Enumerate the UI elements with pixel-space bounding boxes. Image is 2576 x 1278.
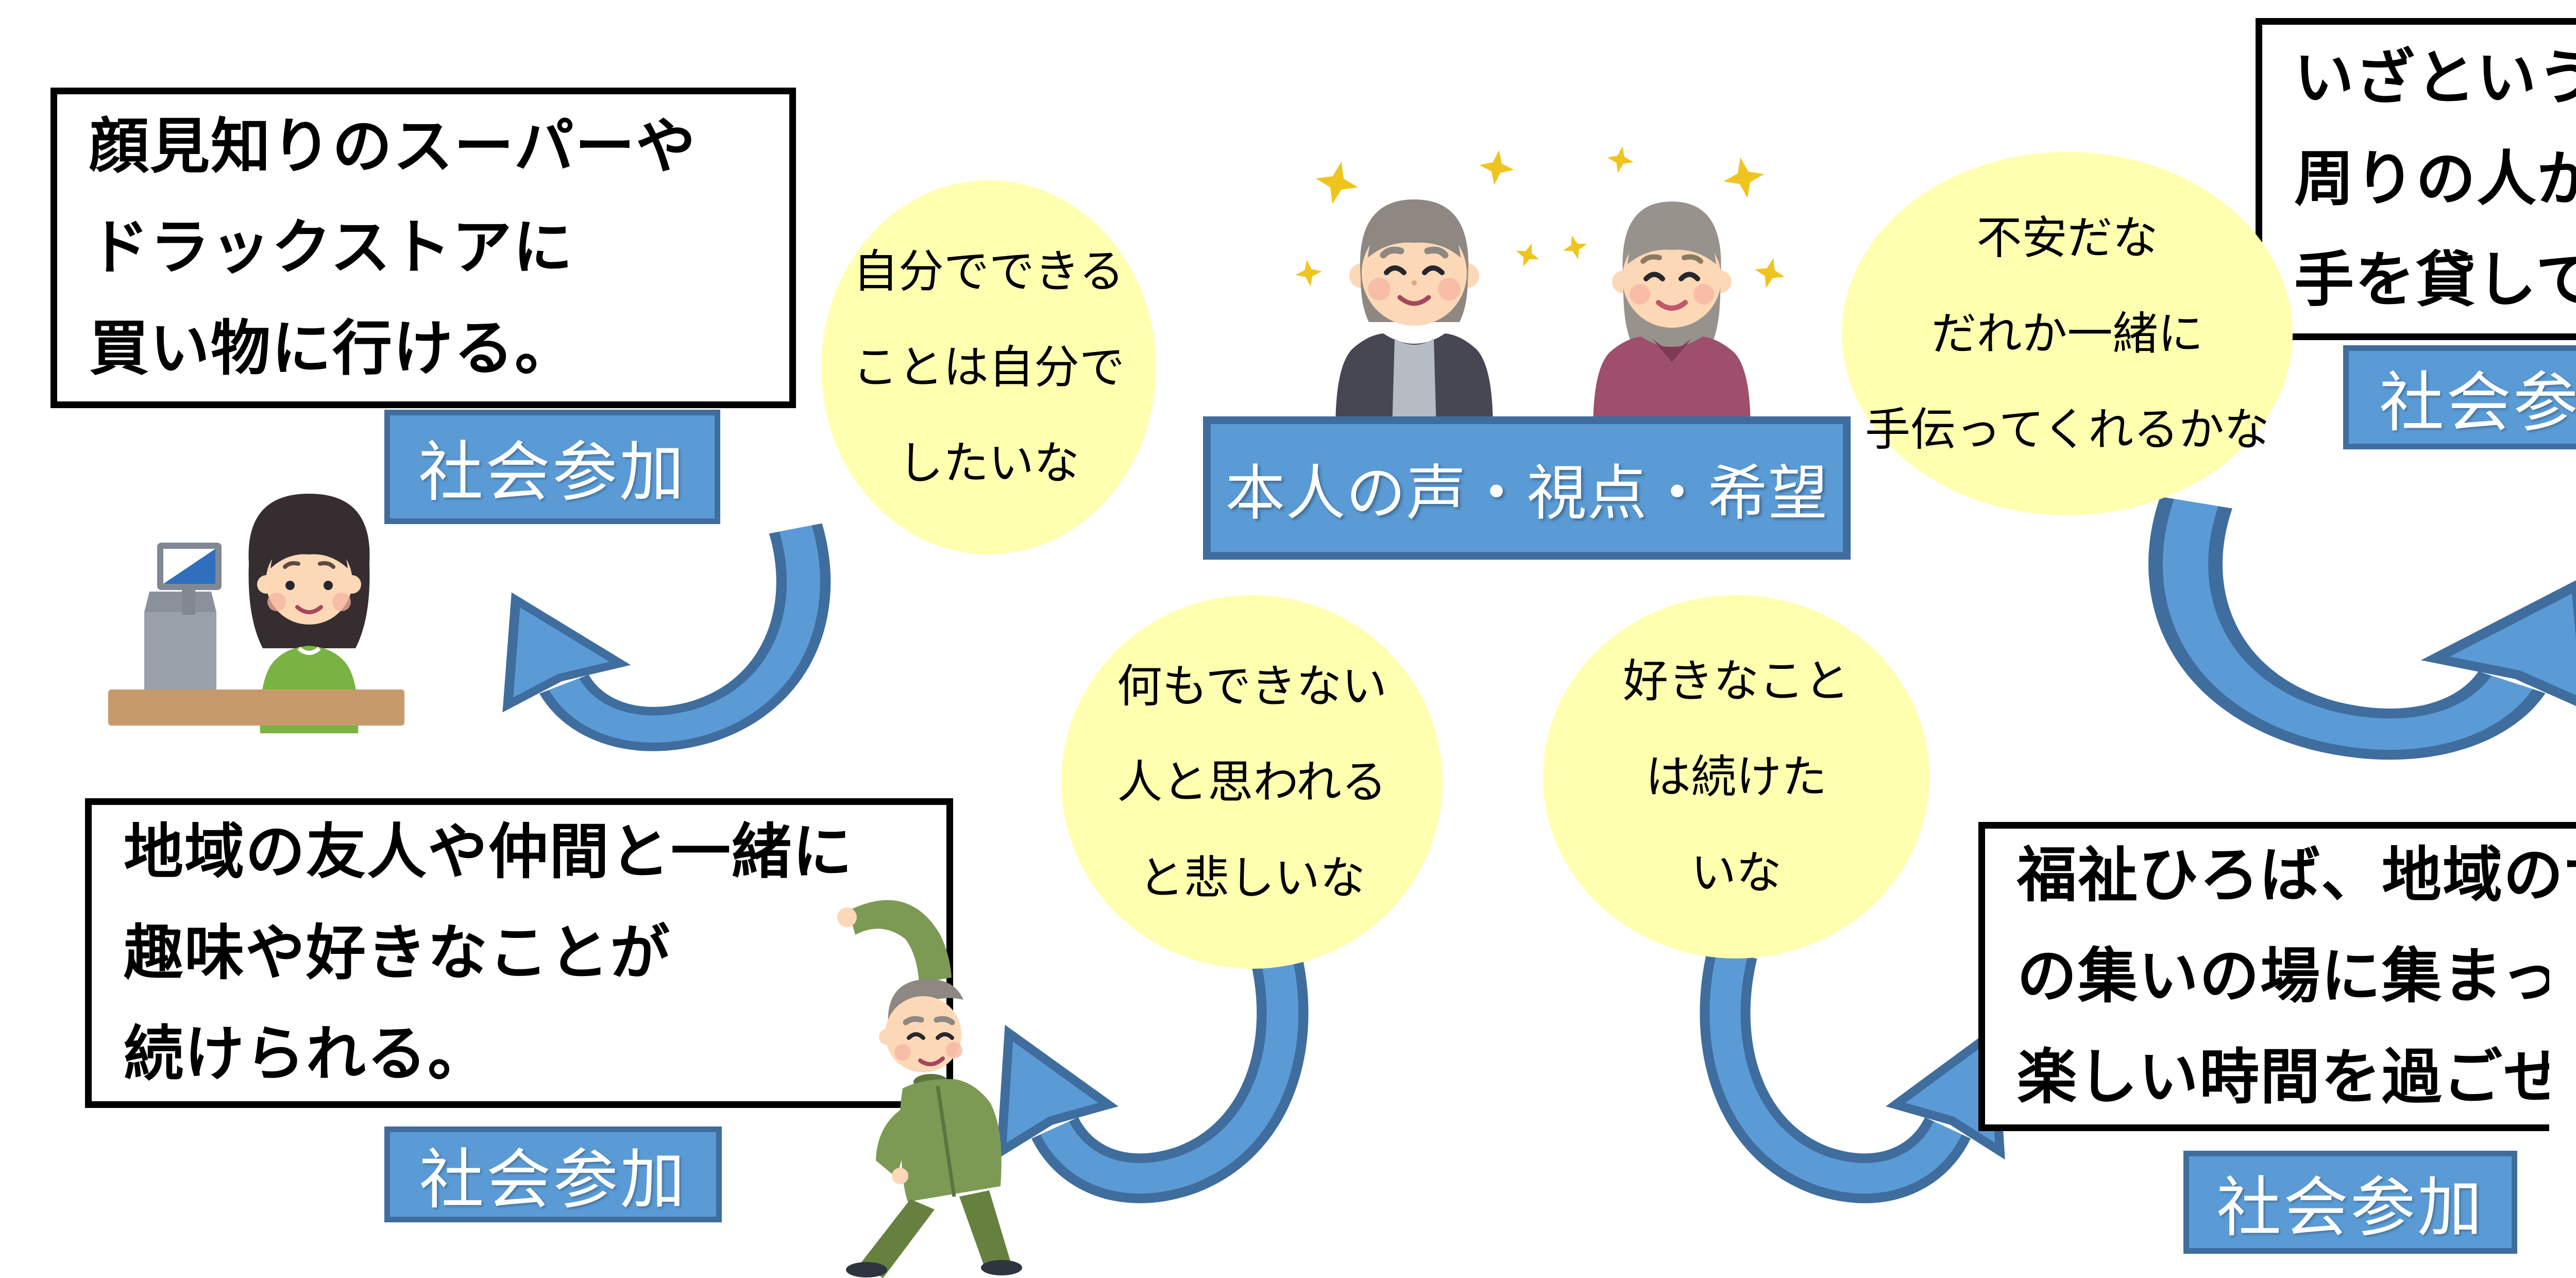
outcome-text-line: 地域の友人や仲間と一緒に	[124, 817, 853, 887]
thought-bubble-self: 自分でできる ことは自分で したいな	[821, 180, 1156, 554]
thought-text-line: いな	[1690, 846, 1782, 899]
curved-arrow-top-left	[502, 523, 831, 751]
center-voice-label: 本人の声・視点・希望	[1225, 459, 1828, 528]
thought-text-line: 人と思われる	[1117, 755, 1387, 809]
outcome-box-top-left: 顔見知りのスーパーや ドラックストアに 買い物に行ける。	[50, 88, 796, 408]
participation-label-top-right: 社会参加	[2343, 345, 2576, 449]
elderly-woman	[1593, 201, 1751, 448]
outcome-text-line: 手を貸してくれる。	[2294, 245, 2576, 315]
thought-bubble-like: 好きなこと は続けた いな	[1543, 595, 1929, 959]
participation-label-bottom-right: 社会参加	[2183, 1151, 2517, 1254]
outcome-text-line: いざというとき、	[2294, 43, 2576, 113]
outcome-text-line: 続けられる。	[124, 1019, 488, 1089]
cashier-illustration	[108, 494, 404, 733]
thought-text-line: ことは自分で	[852, 341, 1125, 394]
curved-arrow-top-right	[2148, 496, 2576, 760]
outcome-box-bottom-left: 地域の友人や仲間と一緒に 趣味や好きなことが 続けられる。	[85, 798, 953, 1108]
elderly-couple-illustration	[1295, 146, 1785, 448]
thought-text-line: は続けた	[1645, 750, 1827, 803]
participation-label-top-left: 社会参加	[384, 410, 720, 524]
participation-label-text: 社会参加	[2216, 1170, 2484, 1246]
thought-text-line: 手伝ってくれるかな	[1865, 402, 2269, 456]
thought-text-line: 不安だな	[1976, 211, 2158, 264]
outcome-text-line: 福祉ひろば、地域のサロン等	[2017, 840, 2576, 910]
participation-label-text: 社会参加	[418, 434, 686, 510]
participation-label-bottom-left: 社会参加	[384, 1126, 722, 1222]
outcome-text-line: 周りの人が気がついて	[2294, 144, 2576, 214]
thought-text-line: だれか一緒に	[1931, 307, 2204, 360]
outcome-text-line: 楽しい時間を過ごせる。	[2017, 1042, 2576, 1112]
outcome-text-line: 買い物に行ける。	[89, 314, 575, 383]
salon-gathering-illustration	[2549, 921, 2576, 1278]
center-voice-box: 本人の声・視点・希望	[1203, 416, 1851, 560]
curved-arrow-bottom-right	[1700, 947, 2005, 1203]
sparkle-icon	[1295, 146, 1785, 289]
thought-text-line: 何もできない	[1116, 659, 1387, 713]
thought-text-line: したいな	[897, 436, 1079, 490]
outcome-text-line: の集いの場に集まって、	[2017, 941, 2576, 1011]
participation-label-text: 社会参加	[2379, 365, 2576, 441]
elderly-man	[1335, 199, 1493, 448]
thought-bubble-anxious: 不安だな だれか一緒に 手伝ってくれるかな	[1842, 152, 2293, 515]
curved-arrow-bottom-left	[996, 947, 1309, 1203]
outcome-box-top-right: いざというとき、 周りの人が気がついて 手を貸してくれる。	[2256, 18, 2576, 340]
outcome-text-line: 顔見知りのスーパーや	[89, 112, 697, 181]
outcome-text-line: ドラックストアに	[89, 213, 574, 282]
thought-text-line: 自分でできる	[853, 245, 1125, 298]
thought-bubble-sad: 何もできない 人と思われる と悲しいな	[1061, 595, 1443, 969]
thought-text-line: 好きなこと	[1622, 654, 1850, 708]
outcome-text-line: 趣味や好きなことが	[124, 918, 671, 988]
exercising-elderly-man-illustration	[837, 900, 1022, 1278]
outcome-box-bottom-right: 福祉ひろば、地域のサロン等 の集いの場に集まって、 楽しい時間を過ごせる。	[1978, 822, 2576, 1131]
thought-text-line: と悲しいな	[1138, 851, 1365, 904]
participation-label-text: 社会参加	[419, 1142, 687, 1218]
